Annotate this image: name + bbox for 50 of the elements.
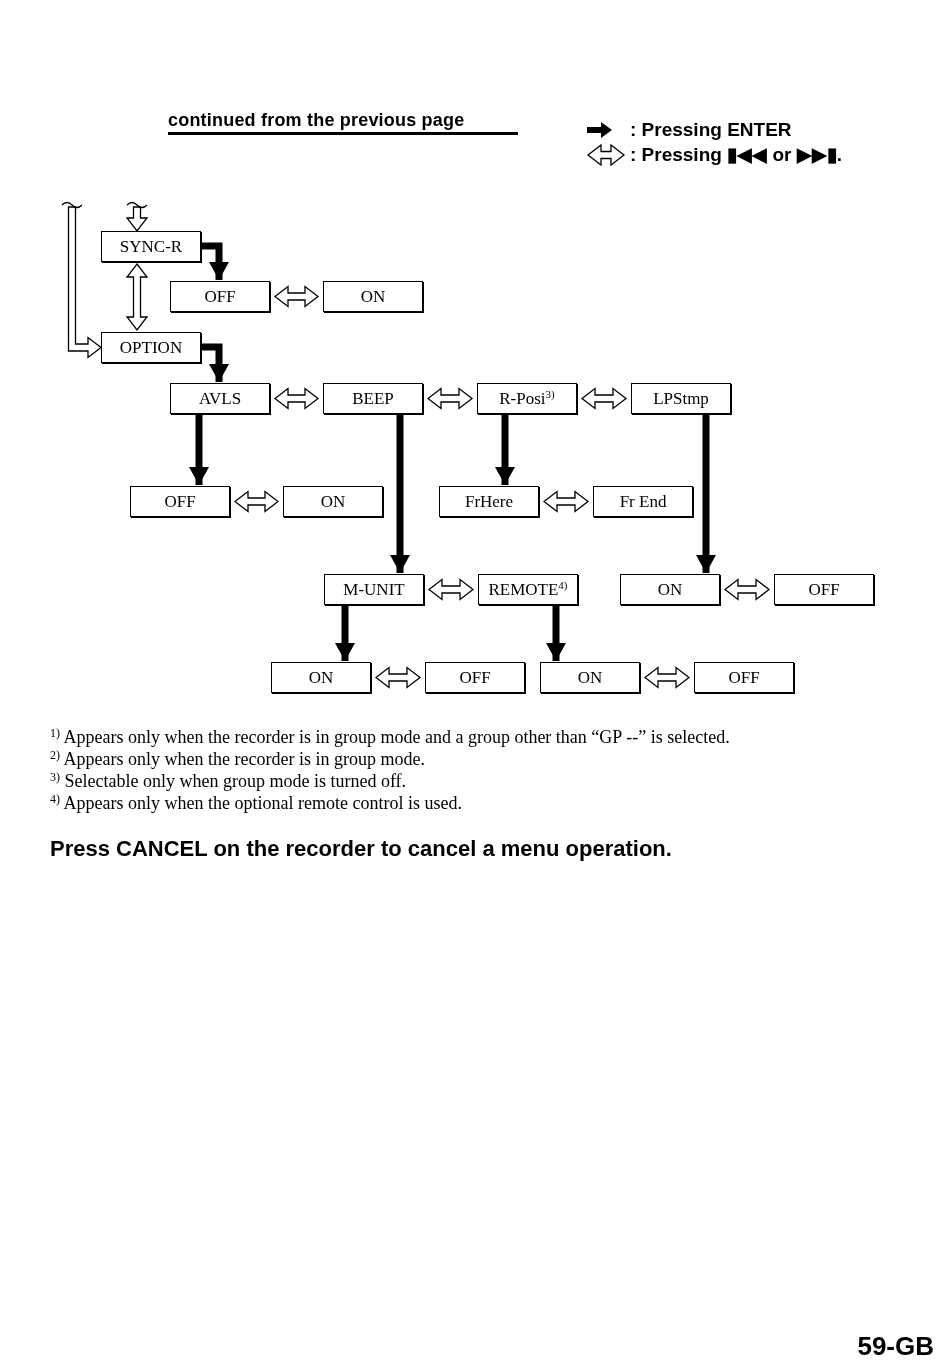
legend-text: : Pressing ▮◀◀ or ▶▶▮. [630, 144, 842, 166]
footnote: $^{1)}$ Appears only when the recorder is in group mode and a group other than “GP --” is selected. [50, 726, 730, 748]
menu-box: OFF [694, 662, 794, 693]
arrow [201, 343, 229, 382]
menu-box: ON [323, 281, 423, 312]
menu-box: OPTION [101, 332, 201, 363]
arrow [335, 605, 355, 661]
menu-box: AVLS [170, 383, 270, 414]
arrow [390, 414, 410, 573]
menu-box: ON [271, 662, 371, 693]
double-outline-arrow [580, 387, 628, 410]
double-outline-arrow [427, 578, 475, 601]
double-outline-arrow [273, 285, 320, 308]
menu-box: SYNC-R [101, 231, 201, 262]
double-outline-arrow [374, 666, 422, 689]
menu-box: OFF [425, 662, 525, 693]
footnote: $^{4)}$ Appears only when the optional remote control is used. [50, 792, 463, 814]
double-outline-arrow [542, 490, 590, 513]
title: continued from the previous page [168, 108, 518, 135]
double-outline-arrow [273, 387, 320, 410]
footnote: $^{2)}$ Appears only when the recorder is in group mode. [50, 748, 426, 770]
legend-text: : Pressing ENTER [630, 119, 792, 141]
arrow [201, 242, 229, 280]
note: Press CANCEL on the recorder to cancel a menu operation. [50, 835, 672, 863]
menu-box: R-Posi$^{3)}$ [477, 383, 577, 414]
double-outline-arrow [233, 490, 280, 513]
arrow [546, 605, 566, 661]
page-number: 59-GB [857, 1330, 934, 1362]
double-outline-arrow [643, 666, 691, 689]
menu-box: ON [540, 662, 640, 693]
double-outline-arrow [723, 578, 771, 601]
menu-box: BEEP [323, 383, 423, 414]
menu-box: FrHere [439, 486, 539, 517]
menu-box: ON [283, 486, 383, 517]
double-outline-arrow [125, 262, 149, 332]
menu-box: LPStmp [631, 383, 731, 414]
arrow [189, 414, 209, 485]
arrow [696, 414, 716, 573]
double-outline-arrow [125, 206, 149, 233]
double-outline-arrow [67, 206, 103, 359]
arrow [495, 414, 515, 485]
double-outline-arrow [426, 387, 474, 410]
menu-box: REMOTE$^{4)}$ [478, 574, 578, 605]
menu-box: ON [620, 574, 720, 605]
menu-box: OFF [130, 486, 230, 517]
footnote: $^{3)}$ Selectable only when group mode is turned off. [50, 770, 408, 792]
menu-box: M-UNIT [324, 574, 424, 605]
menu-box: OFF [170, 281, 270, 312]
menu-box: OFF [774, 574, 874, 605]
menu-box: Fr End [593, 486, 693, 517]
